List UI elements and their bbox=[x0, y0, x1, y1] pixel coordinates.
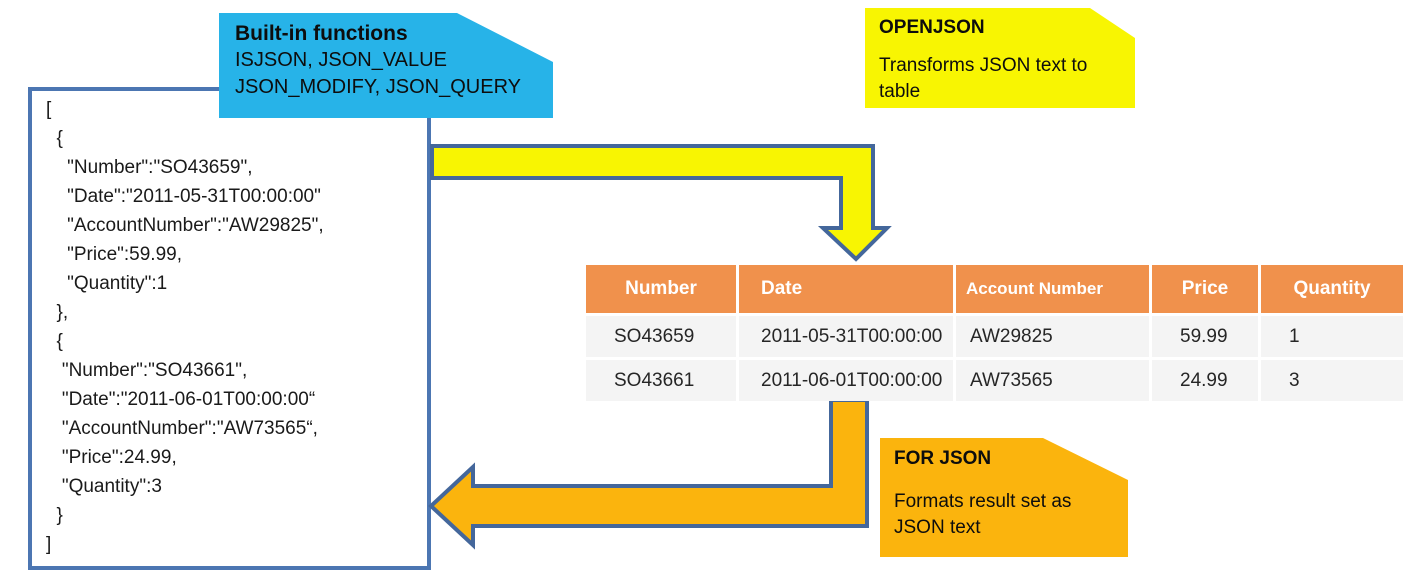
table-row-1-quantity: 1 bbox=[1261, 316, 1403, 357]
openjson-title: OPENJSON bbox=[879, 17, 985, 38]
table-row-2-number: SO43661 bbox=[586, 360, 736, 401]
json-source-panel: [ { "Number":"SO43659", "Date":"2011-05-… bbox=[28, 87, 431, 570]
table-row-1-number: SO43659 bbox=[586, 316, 736, 357]
table-row-1-account: AW29825 bbox=[956, 316, 1149, 357]
col-header-number: Number bbox=[586, 265, 736, 313]
table-row-2-price: 24.99 bbox=[1152, 360, 1258, 401]
result-table: Number Date Account Number Price Quantit… bbox=[586, 265, 1403, 401]
callout-built-in-functions: Built-in functions ISJSON, JSON_VALUE JS… bbox=[219, 13, 553, 118]
json-source-code: [ { "Number":"SO43659", "Date":"2011-05-… bbox=[46, 99, 324, 555]
table-row-2-date: 2011-06-01T00:00:00 bbox=[739, 360, 953, 401]
table-row-2-account: AW73565 bbox=[956, 360, 1149, 401]
for-json-description: Formats result set as JSON text bbox=[894, 491, 1072, 538]
col-header-account: Account Number bbox=[956, 265, 1149, 313]
built-in-functions-title: Built-in functions bbox=[235, 22, 408, 45]
table-row-2-quantity: 3 bbox=[1261, 360, 1403, 401]
table-row-1-price: 59.99 bbox=[1152, 316, 1258, 357]
forjson-flow-arrow bbox=[428, 398, 869, 550]
table-row-1-date: 2011-05-31T00:00:00 bbox=[739, 316, 953, 357]
callout-openjson: OPENJSON Transforms JSON text to table bbox=[865, 8, 1135, 108]
col-header-date: Date bbox=[739, 265, 953, 313]
col-header-price: Price bbox=[1152, 265, 1258, 313]
built-in-functions-line1: ISJSON, JSON_VALUE bbox=[235, 49, 447, 71]
built-in-functions-line2: JSON_MODIFY, JSON_QUERY bbox=[235, 76, 521, 98]
col-header-quantity: Quantity bbox=[1261, 265, 1403, 313]
callout-for-json: FOR JSON Formats result set as JSON text bbox=[880, 438, 1128, 557]
openjson-description: Transforms JSON text to table bbox=[879, 55, 1088, 102]
openjson-flow-arrow bbox=[430, 144, 892, 262]
for-json-title: FOR JSON bbox=[894, 448, 992, 469]
